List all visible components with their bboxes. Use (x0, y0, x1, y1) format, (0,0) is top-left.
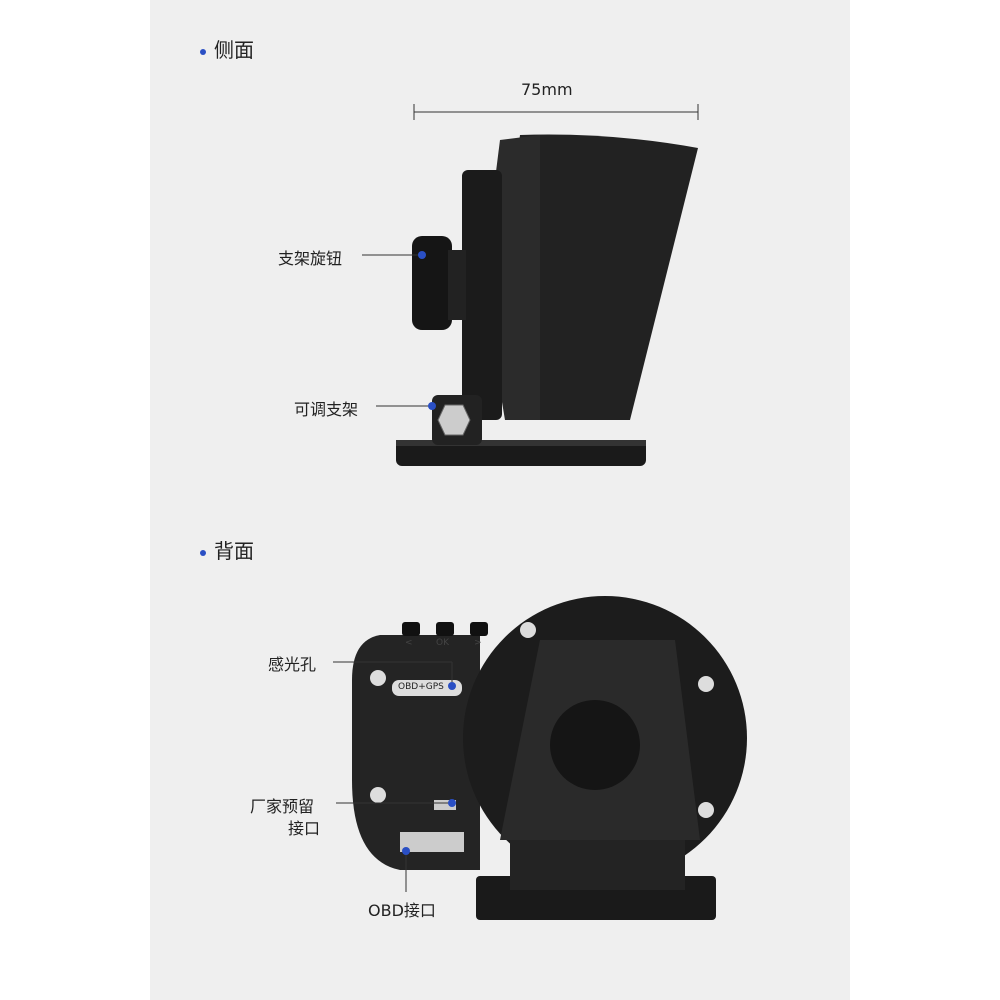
obd-port-label: OBD接口 (368, 901, 436, 920)
reserved-port-label-2: 接口 (288, 819, 321, 838)
back-view-device (333, 596, 747, 920)
section-title-text: 侧面 (214, 38, 254, 62)
section-title-side: 侧面 (200, 34, 254, 63)
button-right-label: > (474, 638, 482, 648)
light-sensor-label: 感光孔 (268, 655, 317, 674)
dimension-label: 75mm (521, 80, 573, 99)
bullet-icon (200, 549, 206, 556)
reserved-port-label-1: 厂家预留 (250, 797, 315, 816)
section-title-back: 背面 (200, 535, 254, 564)
section-title-text: 背面 (214, 539, 254, 563)
obd-gps-sticker: OBD+GPS (398, 682, 444, 692)
bracket-label: 可调支架 (294, 400, 359, 419)
bullet-icon (200, 48, 206, 55)
side-view-device (362, 104, 699, 466)
button-left-label: < (405, 638, 413, 648)
button-ok-label: OK (436, 638, 449, 648)
knob-label: 支架旋钮 (278, 249, 343, 268)
